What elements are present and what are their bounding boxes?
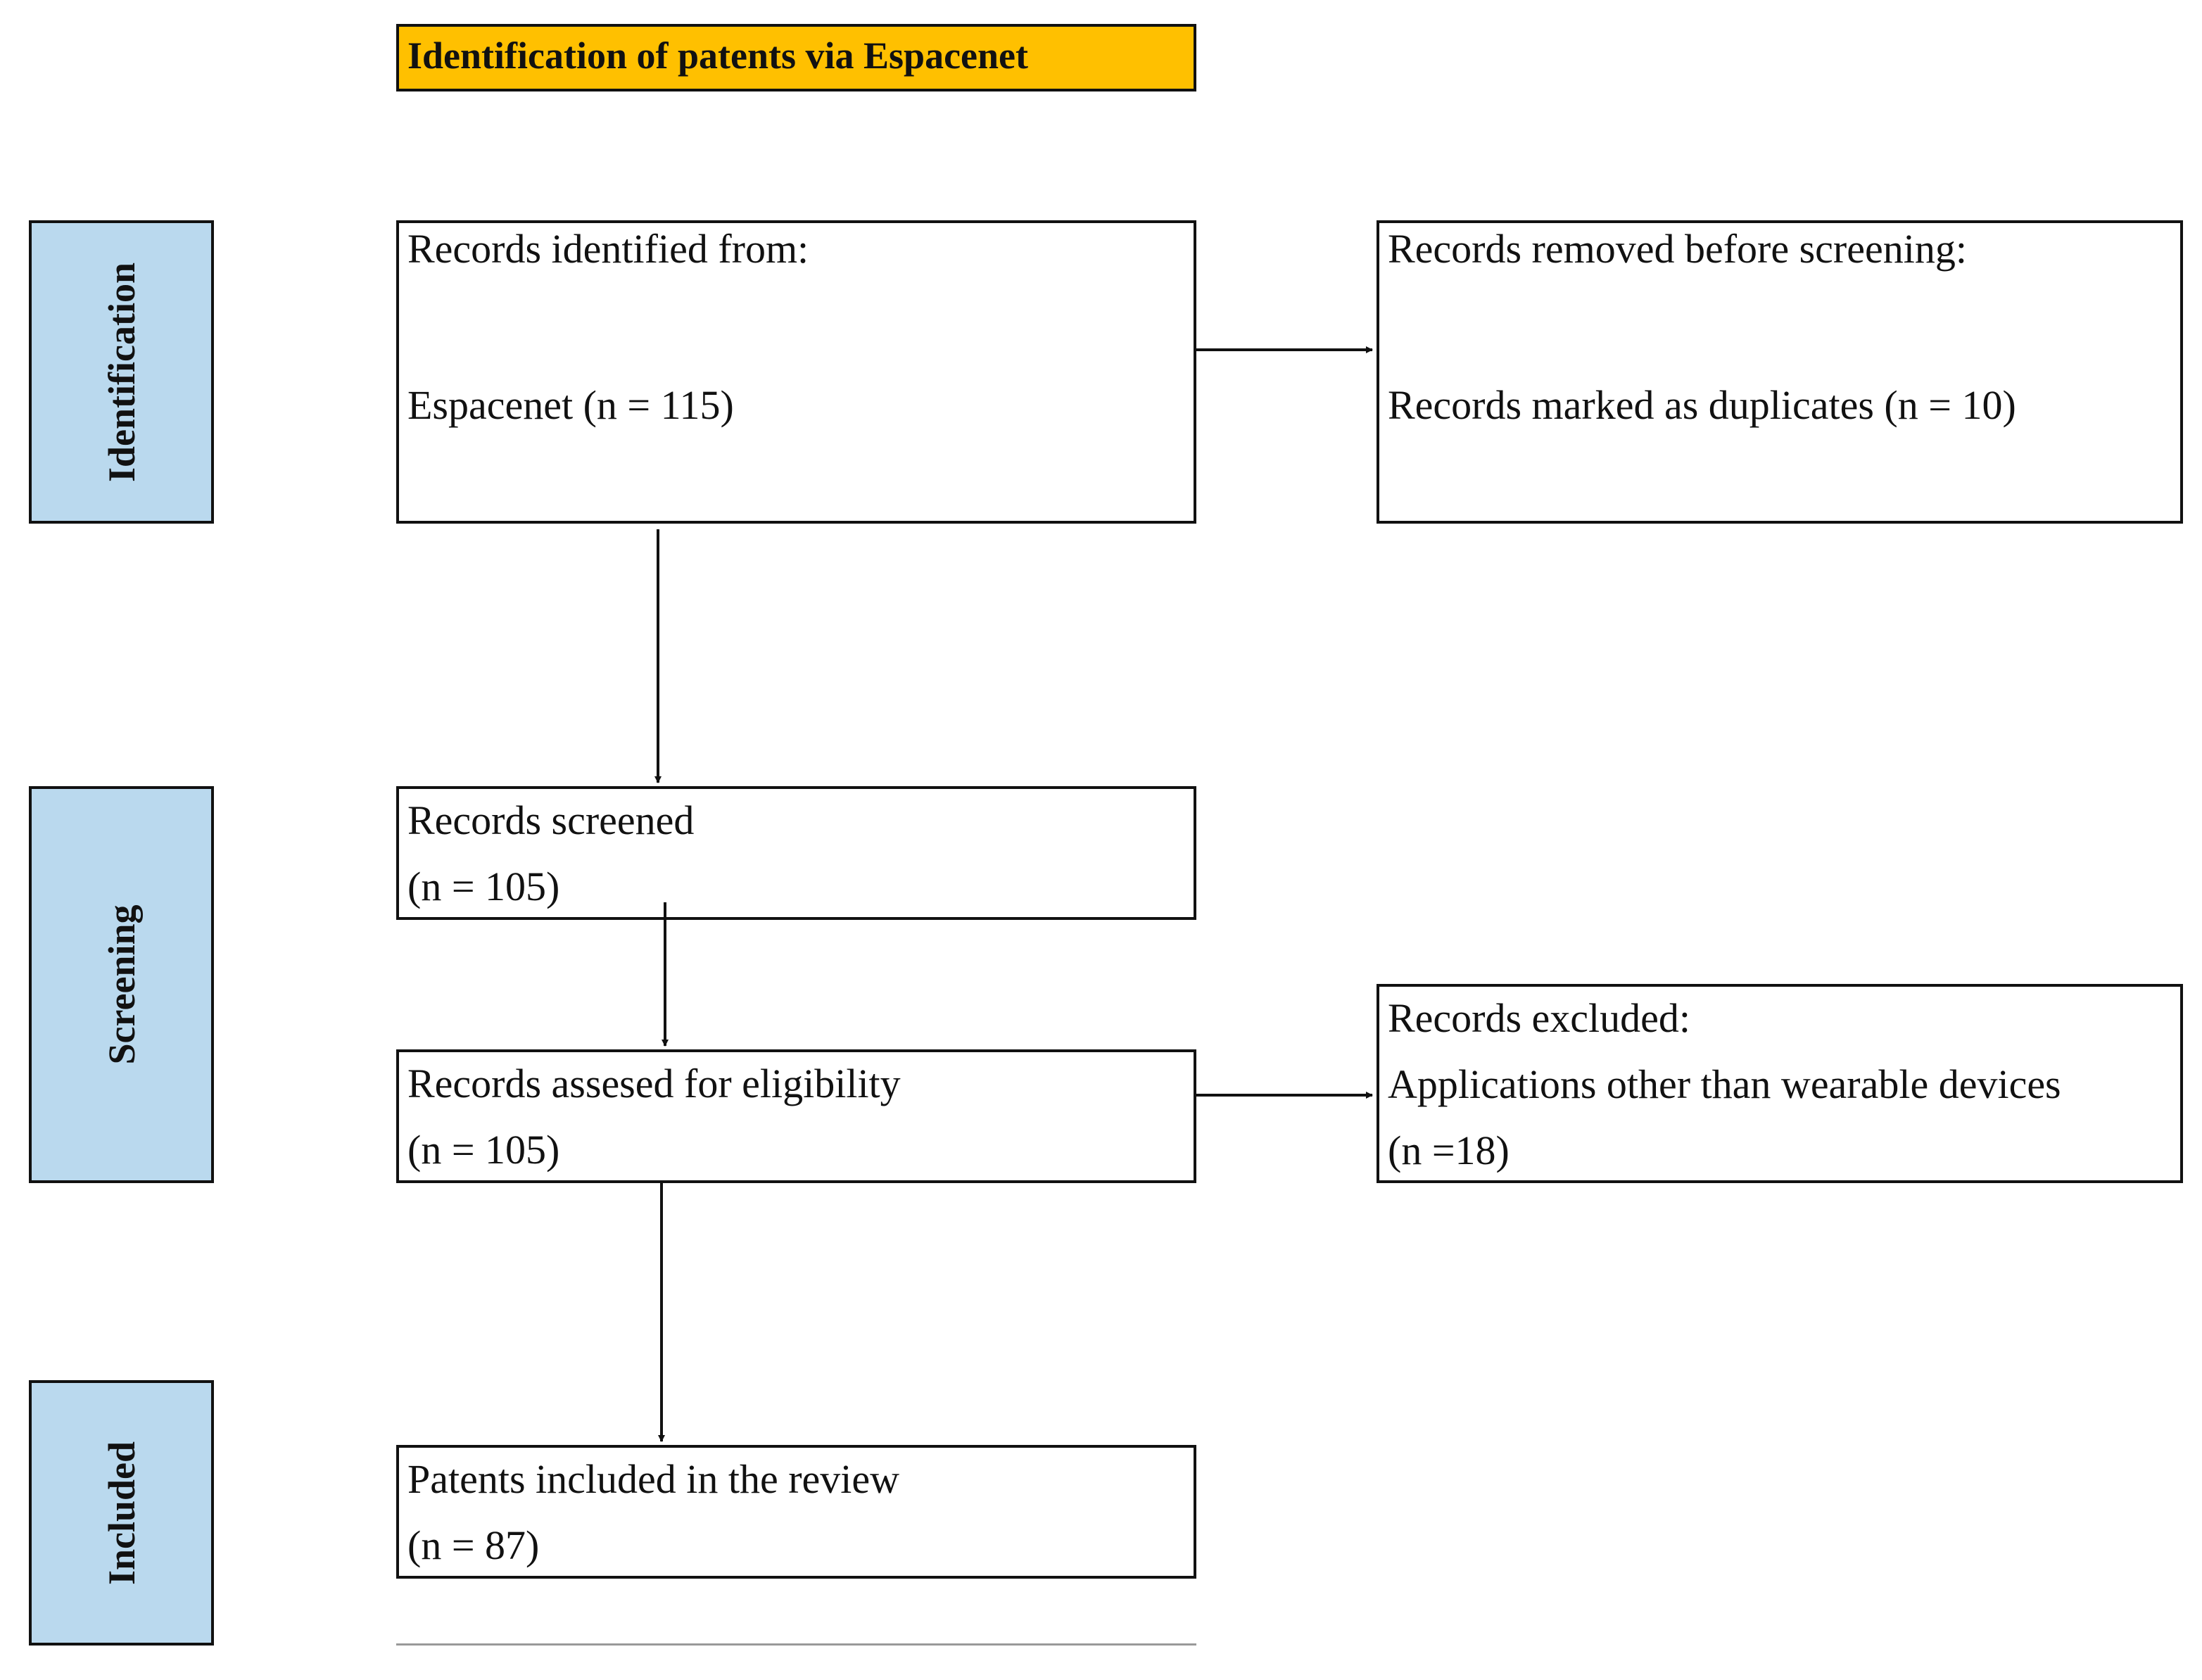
records-removed-count: Records marked as duplicates (n = 10) (1388, 382, 2016, 428)
records-identified-heading: Records identified from: (407, 226, 809, 272)
records-screened-box: Records screened (n = 105) (396, 786, 1196, 920)
records-screened-heading: Records screened (407, 797, 695, 843)
patents-included-heading: Patents included in the review (407, 1456, 900, 1502)
header-box: Identification of patents via Espacenet (396, 24, 1196, 91)
records-assessed-count: (n = 105) (407, 1127, 560, 1173)
records-removed-box: Records removed before screening: Record… (1377, 220, 2183, 524)
records-assessed-heading: Records assesed for eligibility (407, 1061, 901, 1106)
phase-identification: Identification (29, 220, 214, 524)
records-excluded-heading: Records excluded: (1388, 995, 1691, 1041)
phase-screening: Screening (29, 786, 214, 1183)
bottom-divider (396, 1643, 1196, 1646)
records-identified-box: Records identified from: Espacenet (n = … (396, 220, 1196, 524)
records-excluded-reason: Applications other than wearable devices (1388, 1061, 2061, 1107)
phase-included: Included (29, 1380, 214, 1646)
records-excluded-box: Records excluded: Applications other tha… (1377, 984, 2183, 1183)
records-excluded-count: (n =18) (1388, 1128, 1510, 1173)
header-title: Identification of patents via Espacenet (407, 34, 1028, 77)
records-removed-heading: Records removed before screening: (1388, 226, 1967, 272)
records-screened-count: (n = 105) (407, 864, 560, 909)
patents-included-box: Patents included in the review (n = 87) (396, 1445, 1196, 1579)
records-assessed-box: Records assesed for eligibility (n = 105… (396, 1049, 1196, 1183)
records-identified-count: Espacenet (n = 115) (407, 382, 734, 428)
patents-included-count: (n = 87) (407, 1522, 540, 1568)
